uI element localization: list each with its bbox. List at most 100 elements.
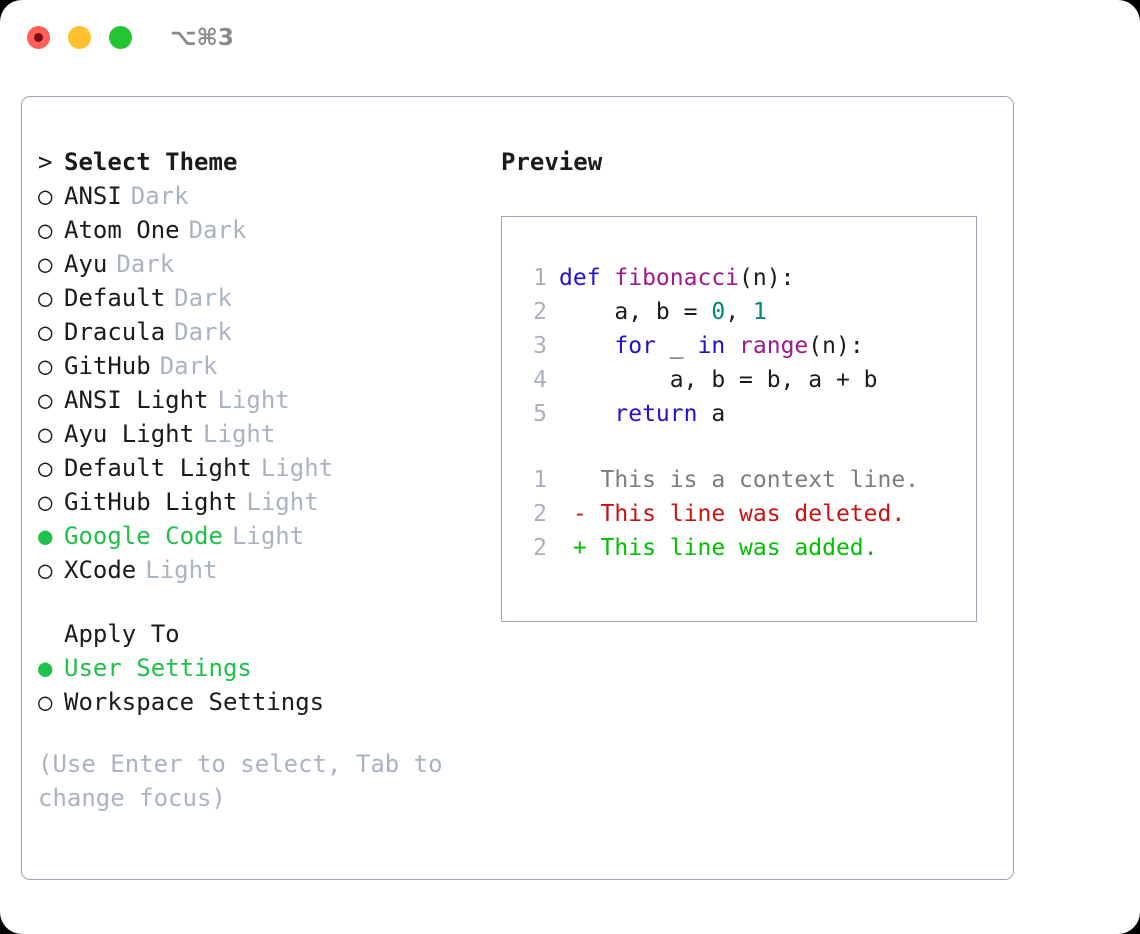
theme-option-tag: Light <box>246 488 319 516</box>
theme-option-tag: Light <box>231 522 305 550</box>
diff-line-text: - This line was deleted. <box>559 501 906 527</box>
apply-to-option-label: User Settings <box>64 654 252 682</box>
diff-line: 1 This is a context line. <box>521 463 976 497</box>
page-title: Select Theme <box>64 148 238 176</box>
theme-option-label: Default <box>64 284 166 312</box>
theme-option-tag: Dark <box>188 216 247 244</box>
code-token: fibonacci <box>614 265 740 291</box>
apply-to-option-user-settings[interactable]: ● User Settings <box>38 651 498 685</box>
code-line: 2 a, b = 0, 1 <box>521 295 976 329</box>
apply-to-option-workspace-settings[interactable]: ○ Workspace Settings <box>38 685 498 719</box>
code-token <box>559 401 614 427</box>
theme-option-ansi-light[interactable]: ○ ANSI Light Light <box>38 383 498 417</box>
theme-option-github-light[interactable]: ○ GitHub Light Light <box>38 485 498 519</box>
minimize-button-icon[interactable] <box>68 26 91 49</box>
keyboard-hint-text: (Use Enter to select, Tab to change focu… <box>38 750 458 812</box>
code-token <box>559 333 614 359</box>
diff-line-number: 1 <box>533 467 547 493</box>
theme-option-label: ANSI Light <box>64 386 209 414</box>
theme-option-xcode-light[interactable]: ○ XCode Light <box>38 553 498 587</box>
theme-option-ayu-dark[interactable]: ○ Ayu Dark <box>38 247 498 281</box>
theme-option-label: Default Light <box>64 454 252 482</box>
theme-option-ansi-dark[interactable]: ○ ANSI Dark <box>38 179 498 213</box>
theme-option-label: Dracula <box>64 318 166 346</box>
radio-selected-icon[interactable]: ● <box>38 654 53 682</box>
diff-line: 2 - This line was deleted. <box>521 497 976 531</box>
diff-line-text: This is a context line. <box>559 467 920 493</box>
diff-line: 2 + This line was added. <box>521 531 976 565</box>
diff-line-text: + This line was added. <box>559 535 878 561</box>
diff-line-number: 2 <box>533 535 547 561</box>
theme-option-github-dark[interactable]: ○ GitHub Dark <box>38 349 498 383</box>
code-token: a, b = <box>559 299 712 325</box>
code-line: 1 def fibonacci(n): <box>521 261 976 295</box>
traffic-light-group <box>27 26 132 49</box>
diff-preview-area: 1 This is a context line.2 - This line w… <box>521 463 976 565</box>
code-token: 0 <box>711 299 726 325</box>
theme-option-tag: Light <box>203 420 276 448</box>
code-line: 3 for _ in range(n): <box>521 329 976 363</box>
theme-option-label: GitHub Light <box>64 488 238 516</box>
theme-option-label: ANSI <box>64 182 122 210</box>
theme-option-tag: Dark <box>174 318 232 346</box>
code-token: (n): <box>739 265 795 291</box>
theme-option-label: Ayu <box>64 250 108 278</box>
radio-unselected-icon[interactable]: ○ <box>38 284 53 312</box>
code-line: 5 return a <box>521 397 976 431</box>
radio-unselected-icon[interactable]: ○ <box>38 250 53 278</box>
code-line: 4 a, b = b, a + b <box>521 363 976 397</box>
code-token: def <box>559 265 615 291</box>
main-panel: > Select Theme ○ ANSI Dark ○ Atom One Da… <box>21 96 1014 880</box>
radio-unselected-icon[interactable]: ○ <box>38 386 53 414</box>
theme-option-tag: Dark <box>174 284 232 312</box>
theme-picker-column: > Select Theme ○ ANSI Dark ○ Atom One Da… <box>38 145 498 815</box>
code-token <box>725 333 739 359</box>
apply-to-option-label: Workspace Settings <box>64 688 325 716</box>
radio-unselected-icon[interactable]: ○ <box>38 318 53 346</box>
radio-selected-icon[interactable]: ● <box>38 522 53 550</box>
heading-caret-icon: > <box>38 148 53 176</box>
code-token: in <box>697 333 726 359</box>
radio-unselected-icon[interactable]: ○ <box>38 216 53 244</box>
apply-to-heading: Apply To <box>64 620 180 648</box>
radio-unselected-icon[interactable]: ○ <box>38 488 53 516</box>
theme-option-tag: Dark <box>130 182 189 210</box>
code-token: , <box>725 299 753 325</box>
zoom-button-icon[interactable] <box>109 26 132 49</box>
radio-unselected-icon[interactable]: ○ <box>38 352 53 380</box>
theme-option-label: GitHub <box>64 352 151 380</box>
theme-option-google-code-light[interactable]: ● Google Code Light <box>38 519 498 553</box>
code-line-number: 4 <box>533 367 547 393</box>
code-token: _ <box>655 333 698 359</box>
radio-unselected-icon[interactable]: ○ <box>38 556 53 584</box>
theme-option-default-dark[interactable]: ○ Default Dark <box>38 281 498 315</box>
preview-title: Preview <box>501 148 603 176</box>
close-button-icon[interactable] <box>27 26 50 49</box>
theme-option-default-light[interactable]: ○ Default Light Light <box>38 451 498 485</box>
theme-option-tag: Dark <box>159 352 218 380</box>
keyboard-shortcut-label: ⌥⌘3 <box>170 25 234 51</box>
code-token: (n): <box>808 333 864 359</box>
theme-option-label: Atom One <box>64 216 180 244</box>
theme-option-tag: Light <box>145 556 218 584</box>
code-token: range <box>739 333 809 359</box>
theme-option-label: Google Code <box>64 522 223 550</box>
radio-unselected-icon[interactable]: ○ <box>38 182 53 210</box>
radio-unselected-icon[interactable]: ○ <box>38 420 53 448</box>
section-spacer <box>38 587 498 617</box>
diff-line-number: 2 <box>533 501 547 527</box>
code-line-number: 1 <box>533 265 547 291</box>
theme-option-atom-one-dark[interactable]: ○ Atom One Dark <box>38 213 498 247</box>
code-token: 1 <box>752 299 767 325</box>
theme-option-ayu-light[interactable]: ○ Ayu Light Light <box>38 417 498 451</box>
theme-option-label: Ayu Light <box>64 420 195 448</box>
diff-spacer <box>521 431 976 463</box>
theme-option-dracula-dark[interactable]: ○ Dracula Dark <box>38 315 498 349</box>
code-token: a <box>697 401 726 427</box>
radio-unselected-icon[interactable]: ○ <box>38 688 53 716</box>
code-line-number: 5 <box>533 401 547 427</box>
radio-unselected-icon[interactable]: ○ <box>38 454 53 482</box>
